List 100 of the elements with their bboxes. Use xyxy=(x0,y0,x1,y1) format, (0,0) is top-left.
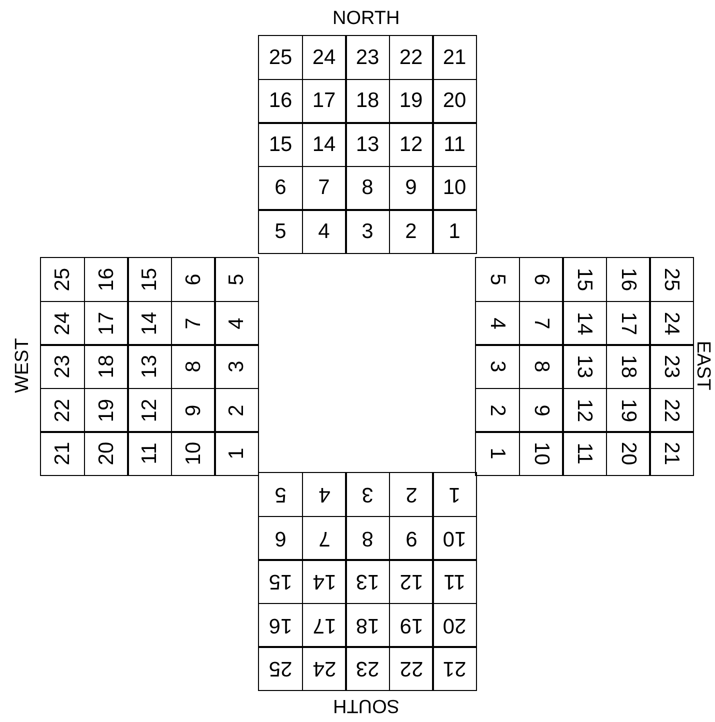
number-cell: 2 xyxy=(388,472,434,517)
number-cell: 4 xyxy=(302,209,346,254)
number-cell: 24 xyxy=(649,300,694,346)
number-cell: 4 xyxy=(302,472,346,517)
number-cell: 11 xyxy=(562,431,607,476)
number-cell: 12 xyxy=(388,122,434,167)
number-cell: 14 xyxy=(127,300,172,346)
number-cell: 21 xyxy=(432,35,477,80)
number-cell: 23 xyxy=(649,344,694,389)
number-cell: 3 xyxy=(345,472,390,517)
number-cell: 7 xyxy=(302,516,346,560)
number-cell: 9 xyxy=(518,388,564,432)
number-cell: 2 xyxy=(214,388,259,432)
number-cell: 1 xyxy=(214,431,259,476)
number-cell: 9 xyxy=(388,166,434,210)
number-cell: 8 xyxy=(518,344,564,389)
number-cell: 21 xyxy=(40,431,85,476)
number-cell: 6 xyxy=(258,166,303,210)
number-cell: 24 xyxy=(302,35,346,80)
direction-label: SOUTH xyxy=(332,696,399,714)
number-cell: 5 xyxy=(214,257,259,302)
number-cell: 19 xyxy=(606,388,650,432)
number-cell: 25 xyxy=(649,257,694,302)
number-cell: 22 xyxy=(388,35,434,80)
number-cell: 21 xyxy=(649,431,694,476)
number-cell: 23 xyxy=(345,35,390,80)
number-cell: 11 xyxy=(432,559,477,604)
number-cell: 22 xyxy=(649,388,694,432)
number-cell: 14 xyxy=(302,559,346,604)
number-cell: 24 xyxy=(40,300,85,346)
number-cell: 13 xyxy=(345,122,390,167)
number-cell: 16 xyxy=(606,257,650,302)
number-cell: 3 xyxy=(345,209,390,254)
number-cell: 15 xyxy=(258,122,303,167)
number-cell: 19 xyxy=(84,388,128,432)
number-cell: 8 xyxy=(170,344,216,389)
number-cell: 22 xyxy=(388,646,434,691)
number-cell: 10 xyxy=(170,431,216,476)
number-cell: 5 xyxy=(258,472,303,517)
number-cell: 17 xyxy=(606,300,650,346)
number-cell: 18 xyxy=(84,344,128,389)
number-cell: 7 xyxy=(518,300,564,346)
number-cell: 2 xyxy=(388,209,434,254)
number-cell: 12 xyxy=(127,388,172,432)
number-cell: 17 xyxy=(302,78,346,124)
number-cell: 24 xyxy=(302,646,346,691)
number-cell: 19 xyxy=(388,78,434,124)
number-cell: 10 xyxy=(432,166,477,210)
number-cell: 18 xyxy=(345,78,390,124)
number-cell: 9 xyxy=(170,388,216,432)
number-cell: 11 xyxy=(127,431,172,476)
number-cell: 15 xyxy=(562,257,607,302)
number-cell: 23 xyxy=(40,344,85,389)
number-cell: 13 xyxy=(562,344,607,389)
number-cell: 1 xyxy=(432,472,477,517)
number-cell: 16 xyxy=(84,257,128,302)
number-cell: 16 xyxy=(258,78,303,124)
number-cell: 25 xyxy=(40,257,85,302)
number-cell: 10 xyxy=(432,516,477,560)
number-cell: 3 xyxy=(214,344,259,389)
number-cell: 6 xyxy=(170,257,216,302)
direction-label: WEST xyxy=(12,338,32,392)
number-cell: 18 xyxy=(345,602,390,648)
number-cell: 4 xyxy=(475,300,520,346)
number-cell: 1 xyxy=(432,209,477,254)
number-cell: 11 xyxy=(432,122,477,167)
number-cell: 12 xyxy=(562,388,607,432)
number-cell: 6 xyxy=(258,516,303,560)
number-cell: 5 xyxy=(258,209,303,254)
number-cell: 20 xyxy=(84,431,128,476)
number-cell: 17 xyxy=(302,602,346,648)
number-cell: 13 xyxy=(127,344,172,389)
number-cell: 8 xyxy=(345,166,390,210)
number-cell: 16 xyxy=(258,602,303,648)
direction-label: EAST xyxy=(693,340,712,390)
number-cell: 4 xyxy=(214,300,259,346)
number-cell: 25 xyxy=(258,646,303,691)
number-cell: 14 xyxy=(302,122,346,167)
number-cell: 13 xyxy=(345,559,390,604)
number-cell: 20 xyxy=(432,78,477,124)
number-cell: 23 xyxy=(345,646,390,691)
number-cell: 3 xyxy=(475,344,520,389)
number-cell: 9 xyxy=(388,516,434,560)
number-cell: 20 xyxy=(606,431,650,476)
number-cell: 22 xyxy=(40,388,85,432)
number-cell: 18 xyxy=(606,344,650,389)
direction-label: NORTH xyxy=(332,8,400,28)
number-cell: 20 xyxy=(432,602,477,648)
number-cell: 17 xyxy=(84,300,128,346)
number-cell: 12 xyxy=(388,559,434,604)
number-cell: 15 xyxy=(127,257,172,302)
number-cell: 7 xyxy=(302,166,346,210)
number-cell: 8 xyxy=(345,516,390,560)
number-cell: 2 xyxy=(475,388,520,432)
number-cell: 1 xyxy=(475,431,520,476)
number-cell: 19 xyxy=(388,602,434,648)
number-cell: 6 xyxy=(518,257,564,302)
number-cell: 14 xyxy=(562,300,607,346)
number-cell: 5 xyxy=(475,257,520,302)
number-cell: 7 xyxy=(170,300,216,346)
